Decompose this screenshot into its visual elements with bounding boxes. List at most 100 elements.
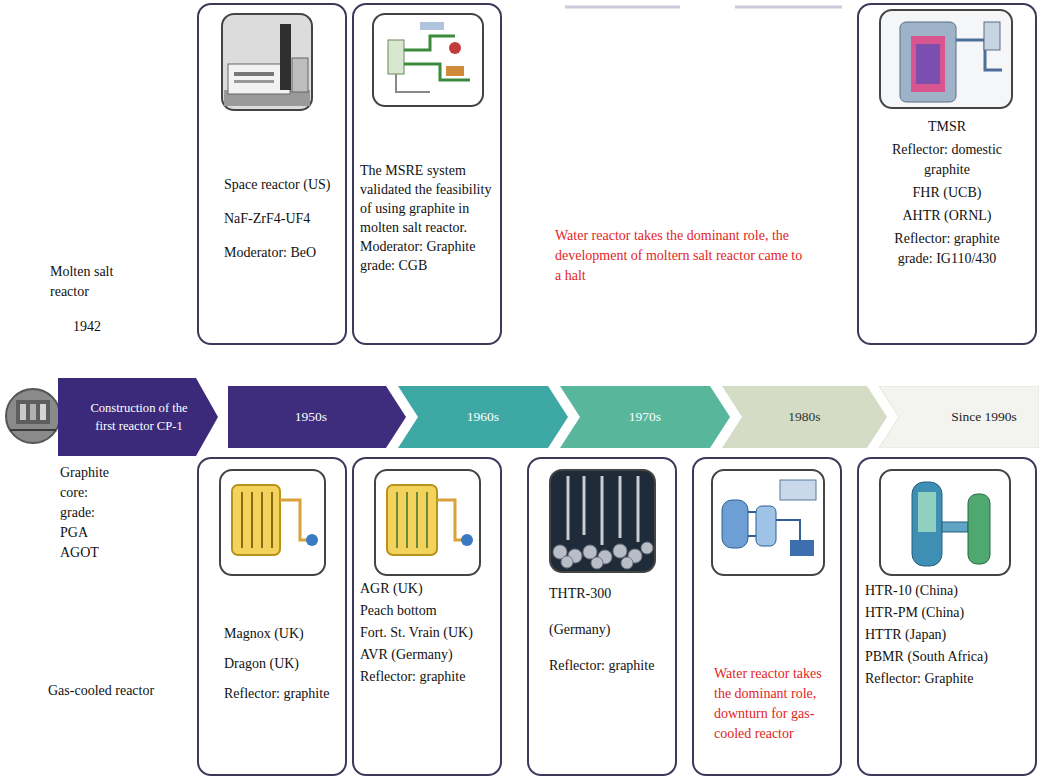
msre-schematic: [373, 14, 483, 106]
text-group: Magnox (UK) Dragon (UK) Reflector: graphit…: [224, 624, 339, 704]
schematic-exchanger: [446, 66, 464, 76]
node-text: Moderator: BeO: [224, 243, 339, 263]
cp1-photo: [6, 389, 60, 443]
chevron-fill: [722, 386, 887, 448]
agr-schematic: [375, 470, 480, 575]
node-text: AVR (Germany): [360, 645, 494, 665]
photo-building: [292, 58, 308, 92]
timeline-box: AGR (UK)Peach bottomFort. St. Vrain (UK)…: [352, 457, 502, 776]
node-text: 1960s: [467, 408, 499, 426]
text-group: Space reactor (US) NaF-ZrF4-UF4Moderator:…: [224, 175, 339, 263]
box-fragment: [565, 6, 680, 9]
vessel-shell: [900, 22, 956, 102]
node-text: HTR-10 (China): [865, 581, 1029, 601]
vessel-core: [911, 36, 945, 92]
side-label: Gas-cooled reactor: [48, 681, 154, 701]
pump-symbol: [306, 534, 318, 546]
node-text: AHTR (ORNL): [881, 206, 1013, 226]
schematic-vessel: [388, 40, 404, 74]
photo-frame: [375, 470, 480, 575]
node-text: 1980s: [788, 408, 820, 426]
chevron-fill: [228, 386, 406, 448]
node-text: Reflector: graphite: [224, 684, 339, 704]
text-group: THTR-300 (Germany) Reflector: graphite: [549, 584, 669, 676]
plant-turbine: [790, 540, 814, 556]
photo-detail: [40, 404, 46, 420]
photo-window: [234, 80, 274, 83]
schematic-pipe: [396, 74, 430, 92]
text-group: 1950s: [238, 386, 384, 448]
pebble: [591, 557, 603, 569]
node-text: Magnox (UK): [224, 624, 339, 644]
node-text: Reflector: graphite: [360, 667, 494, 687]
node-text: (Germany): [549, 620, 669, 640]
text-group: Since 1990s: [939, 386, 1029, 448]
photo-frame: [880, 10, 1012, 108]
text-group: 1970s: [582, 386, 708, 448]
pebble-group: [553, 542, 653, 569]
fuel-channel: [397, 492, 427, 548]
node-text: HTR-PM (China): [865, 603, 1029, 623]
photo-chimney: [280, 24, 291, 90]
node-text: THTR-300: [549, 584, 669, 604]
photo-frame: [880, 470, 1010, 575]
vessel-exchanger: [984, 22, 1000, 50]
photo-frame: [712, 470, 824, 575]
photo-detail: [16, 400, 50, 424]
text-group: Construction of the first reactor CP-1: [84, 378, 194, 456]
control-rod: [568, 476, 638, 545]
magnox-schematic: [220, 470, 325, 575]
era-chevron: Since 1990s: [879, 386, 1039, 448]
chevron-shape: [58, 378, 218, 456]
plant-pipe: [748, 512, 800, 540]
node-text: The MSRE system validated the feasibilit…: [360, 161, 494, 237]
photo-detail: [10, 429, 56, 431]
timeline-box: TMSRReflector: domestic graphiteFHR (UCB…: [857, 3, 1037, 345]
text-group: AGR (UK)Peach bottomFort. St. Vrain (UK)…: [360, 579, 494, 687]
text-group: HTR-10 (China)HTR-PM (China)HTTR (Japan)…: [865, 581, 1029, 689]
timeline-box: THTR-300 (Germany) Reflector: graphite: [527, 457, 677, 776]
schematic-tank: [420, 22, 444, 30]
photo-window: [234, 72, 274, 76]
side-label: Water reactor takes the dominant role, t…: [555, 226, 810, 286]
photo-frame: [373, 14, 483, 106]
chevron-fill: [560, 386, 730, 448]
timeline-box: The MSRE system validated the feasibilit…: [352, 3, 502, 345]
chevron-fill: [58, 378, 218, 456]
text-group: Water reactor takes the dominant role, d…: [714, 664, 830, 744]
plant-generator: [756, 506, 776, 546]
era-chevron: 1950s: [228, 386, 406, 448]
steam-generator: [968, 494, 990, 564]
pebble: [641, 542, 653, 554]
reactor-vessel: [387, 485, 437, 555]
chevron-fill: [879, 386, 1039, 448]
node-text: 1970s: [629, 408, 661, 426]
node-text: PBMR (South Africa): [865, 647, 1029, 667]
side-label: Graphite core: grade: PGA AGOT: [60, 463, 120, 563]
node-text: Since 1990s: [951, 408, 1017, 426]
era-chevron: Construction of the first reactor CP-1: [58, 378, 218, 456]
node-text: Space reactor (US): [224, 175, 339, 195]
vessel-core-inner: [916, 44, 940, 84]
node-text: Reflector: graphite: [549, 656, 669, 676]
pebble: [613, 544, 627, 558]
text-group: The MSRE system validated the feasibilit…: [360, 161, 494, 275]
node-text: Reflector: domestic graphite: [881, 140, 1013, 180]
pebble: [561, 556, 573, 568]
timeline-box: Space reactor (US) NaF-ZrF4-UF4Moderator:…: [197, 3, 347, 345]
era-chevron: 1970s: [560, 386, 730, 448]
coolant-pipe: [280, 500, 312, 540]
node-text: HTTR (Japan): [865, 625, 1029, 645]
thtr-pebbles: [550, 470, 655, 572]
chevron-fill: [398, 386, 568, 448]
node-text: Dragon (UK): [224, 654, 339, 674]
side-label: Molten salt reactor: [50, 262, 135, 302]
node-text: NaF-ZrF4-UF4: [224, 209, 339, 229]
photo-frame: [220, 470, 325, 575]
timeline-box: HTR-10 (China)HTR-PM (China)HTTR (Japan)…: [857, 457, 1037, 776]
pebble: [621, 557, 633, 569]
coolant-pipe: [437, 500, 467, 540]
text-group: TMSRReflector: domestic graphiteFHR (UCB…: [881, 117, 1013, 269]
text-group: 1960s: [420, 386, 546, 448]
plant-building: [780, 480, 816, 500]
